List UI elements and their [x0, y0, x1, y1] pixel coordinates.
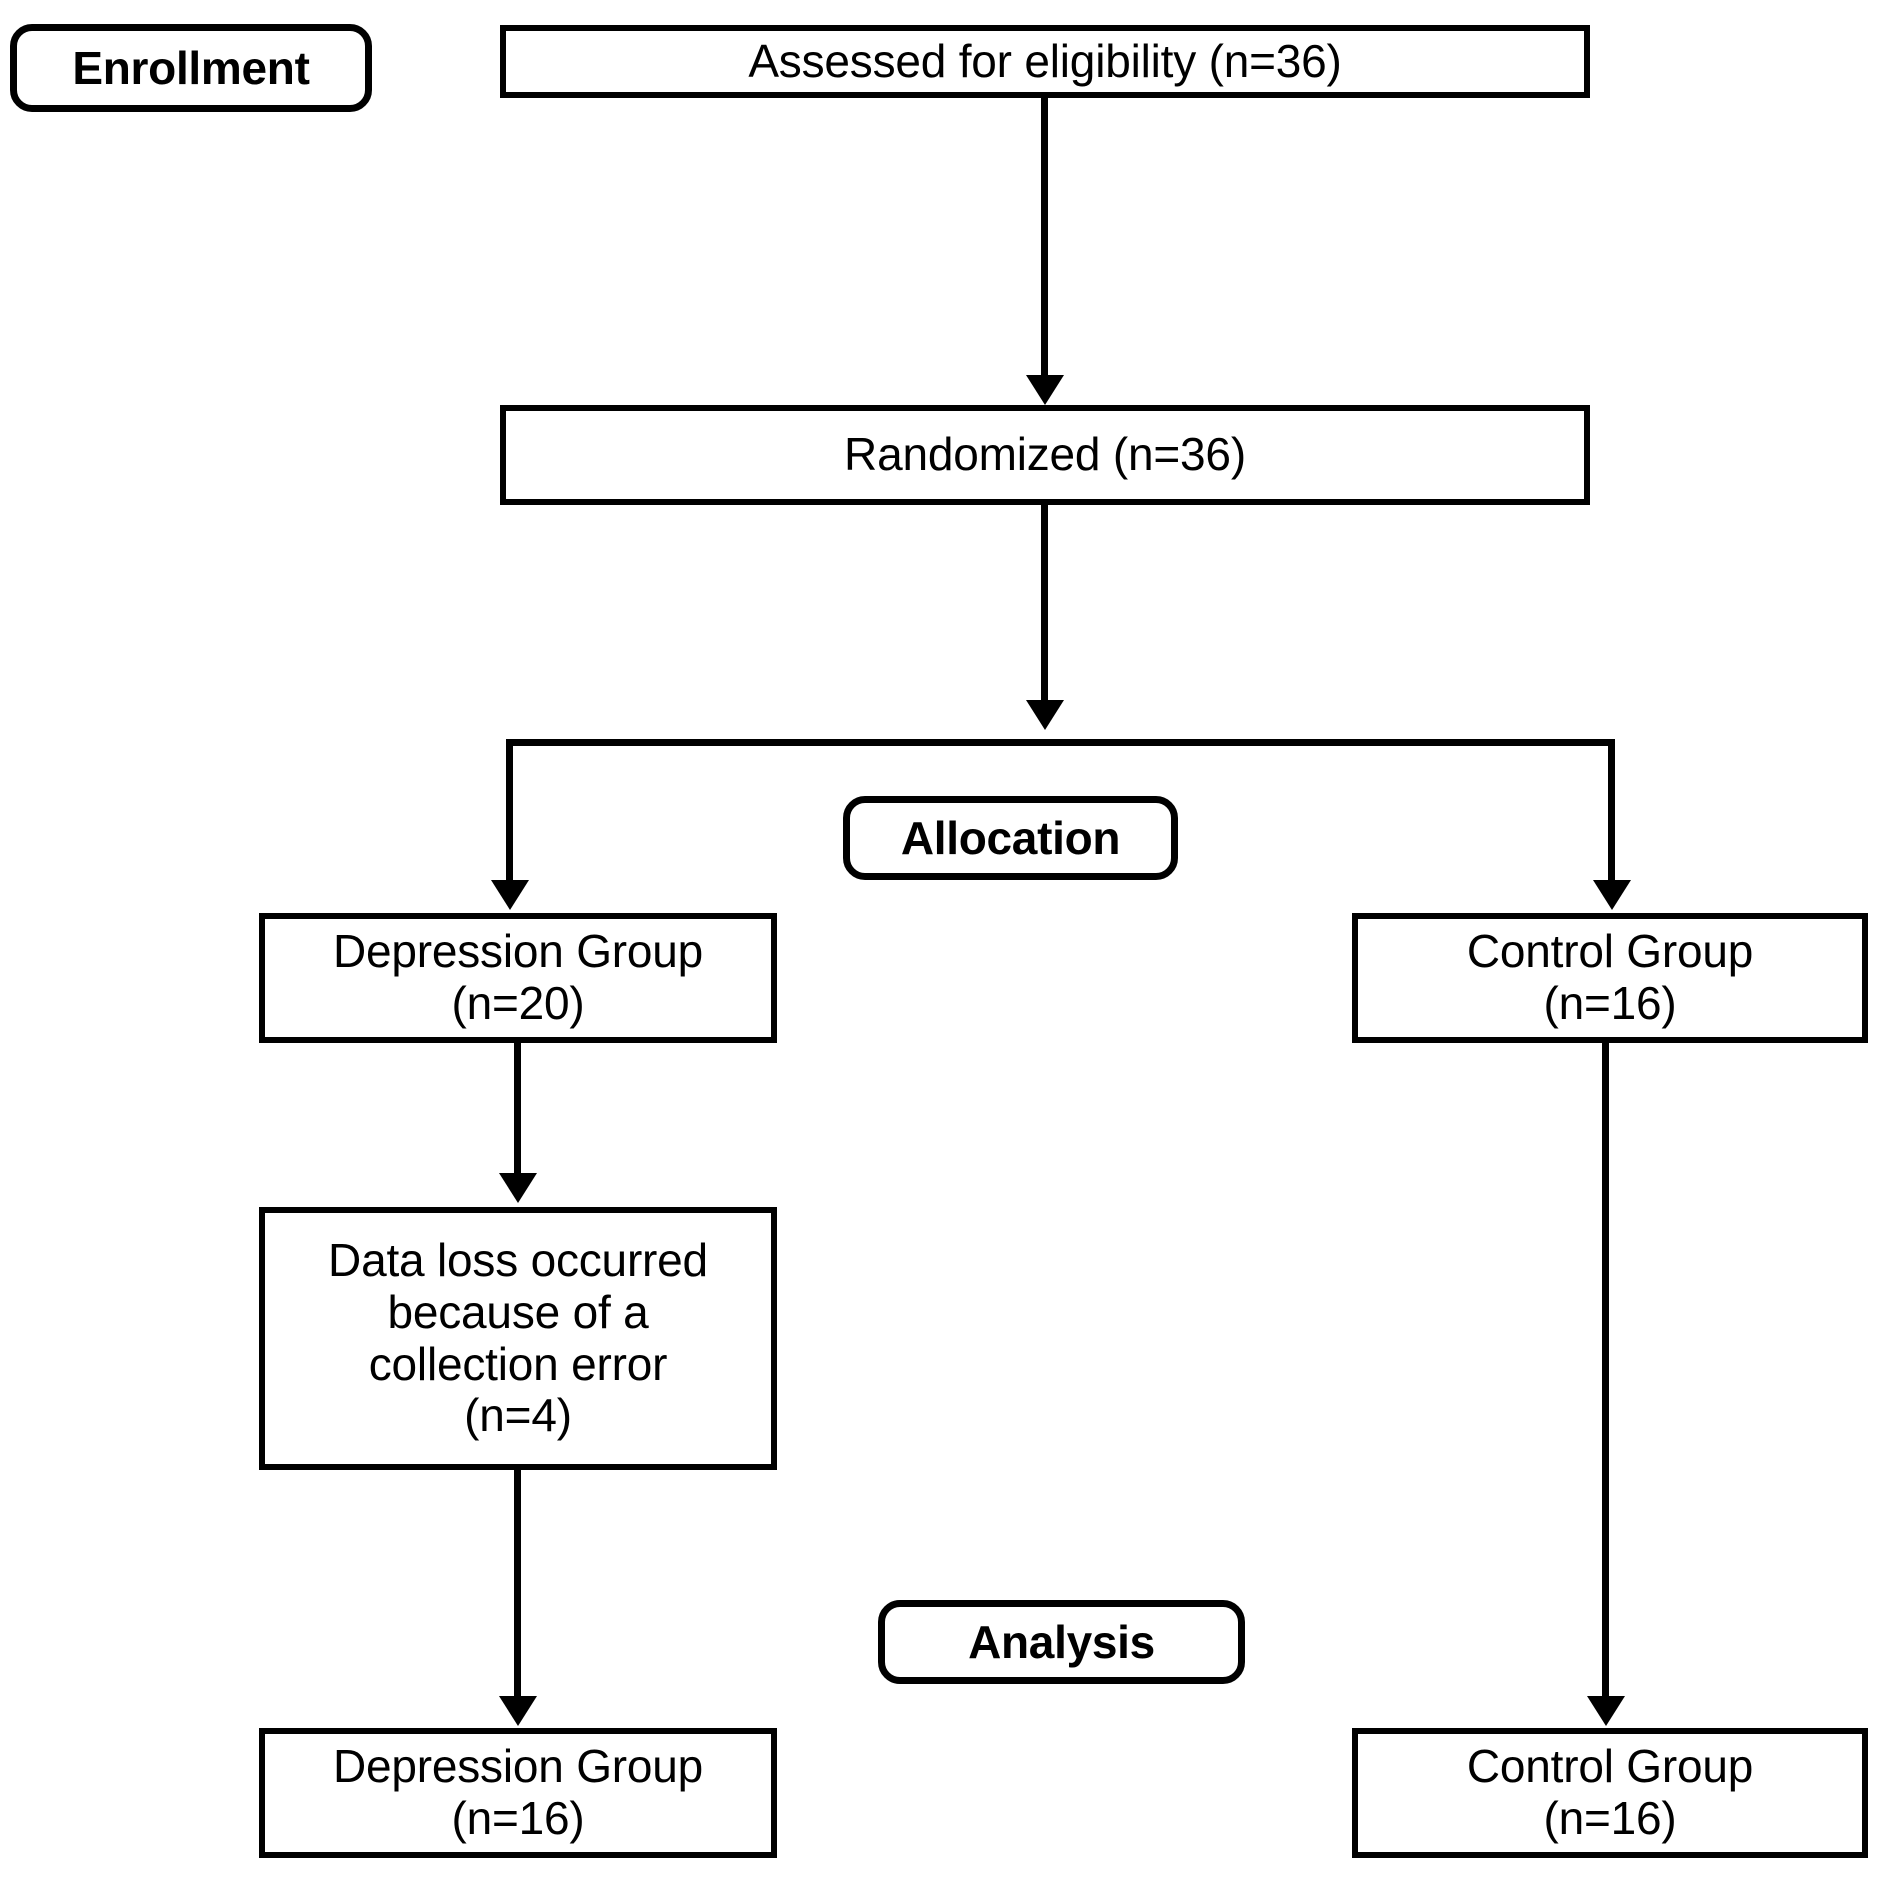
connector-line	[1602, 1043, 1609, 1698]
node-assessed-for-eligibility: Assessed for eligibility (n=36)	[500, 25, 1590, 98]
arrowhead-icon	[1026, 375, 1064, 405]
stage-label-enrollment: Enrollment	[10, 24, 372, 112]
arrowhead-icon	[1593, 880, 1631, 910]
node-analysis-control-group: Control Group (n=16)	[1352, 1728, 1868, 1858]
arrowhead-icon	[1026, 700, 1064, 730]
stage-label-analysis: Analysis	[878, 1600, 1245, 1684]
node-data-loss: Data loss occurred because of a collecti…	[259, 1207, 777, 1470]
arrowhead-icon	[491, 880, 529, 910]
connector-line-right	[1608, 739, 1615, 885]
connector-line-horizontal	[506, 739, 1615, 746]
node-randomized: Randomized (n=36)	[500, 405, 1590, 505]
node-allocation-depression-group: Depression Group (n=20)	[259, 913, 777, 1043]
connector-line	[514, 1043, 521, 1175]
node-allocation-control-group: Control Group (n=16)	[1352, 913, 1868, 1043]
connector-line	[1041, 505, 1048, 705]
connector-line	[514, 1470, 521, 1698]
stage-label-allocation: Allocation	[843, 796, 1178, 880]
arrowhead-icon	[499, 1696, 537, 1726]
node-analysis-depression-group: Depression Group (n=16)	[259, 1728, 777, 1858]
arrowhead-icon	[499, 1173, 537, 1203]
connector-line	[1041, 98, 1048, 378]
connector-line-left	[506, 739, 513, 885]
arrowhead-icon	[1587, 1696, 1625, 1726]
